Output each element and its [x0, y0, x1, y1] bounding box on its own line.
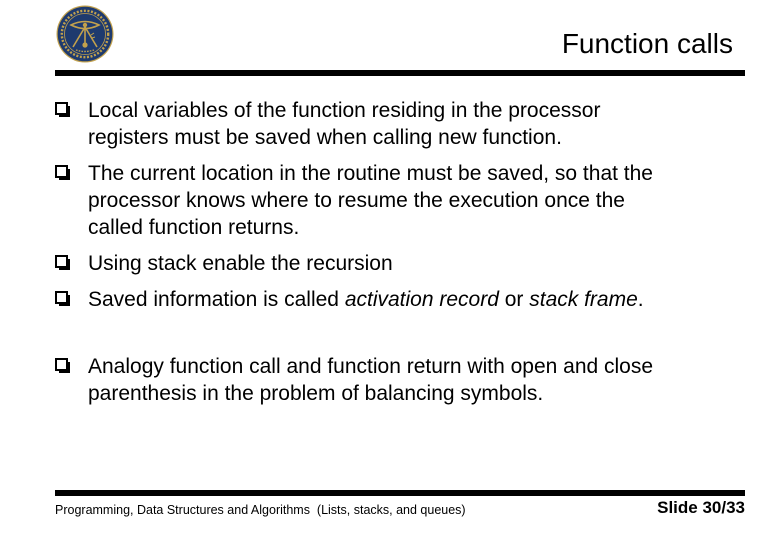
text-segment: . — [637, 288, 644, 311]
bullet-text: Using stack enable the recursion — [88, 250, 393, 277]
text-segment-italic: stack frame — [529, 288, 638, 311]
title-divider-rule — [55, 70, 745, 76]
square-bullet-icon — [55, 165, 88, 182]
bullet-analogy-parenthesis: Analogy function call and function retur… — [55, 353, 755, 407]
square-bullet-icon — [55, 358, 88, 375]
bullet-line: Using stack enable the recursion — [88, 252, 393, 275]
bullet-stack-recursion: Using stack enable the recursion — [55, 250, 755, 277]
text-segment: or — [498, 288, 530, 311]
square-bullet-icon — [55, 291, 88, 308]
slide-title: Function calls — [561, 28, 733, 59]
footer-course-title: Programming, Data Structures and Algorit… — [55, 503, 466, 517]
bullet-text: Analogy function call and function retur… — [88, 353, 653, 407]
university-seal-logo — [54, 5, 116, 63]
bullet-line: called function returns. — [88, 216, 300, 239]
text-segment: Saved information is called — [88, 288, 345, 311]
bullet-text: The current location in the routine must… — [88, 160, 653, 241]
bullet-line: Saved information is called activation r… — [88, 286, 644, 313]
bullet-current-location: The current location in the routine must… — [55, 160, 755, 241]
paragraph-spacer — [55, 322, 755, 353]
bullet-text: Saved information is called activation r… — [88, 286, 644, 313]
slide-body: Local variables of the function residing… — [55, 97, 755, 416]
slide-number: Slide 30/33 — [657, 498, 745, 517]
bullet-line: Local variables of the function residing… — [88, 99, 601, 122]
bullet-line: Analogy function call and function retur… — [88, 355, 654, 378]
bullet-line: The current location in the routine must… — [88, 162, 653, 185]
bullet-text: Local variables of the function residing… — [88, 97, 600, 151]
square-bullet-icon — [55, 102, 88, 119]
bullet-line: processor knows where to resume the exec… — [88, 189, 625, 212]
square-bullet-icon — [55, 255, 88, 272]
bullet-line: parenthesis in the problem of balancing … — [88, 382, 544, 405]
bullet-local-variables: Local variables of the function residing… — [55, 97, 755, 151]
text-segment-italic: activation record — [344, 288, 499, 311]
footer-divider-rule — [55, 490, 745, 496]
bullet-activation-record: Saved information is called activation r… — [55, 286, 755, 313]
seal-icon — [56, 5, 114, 63]
bullet-line: registers must be saved when calling new… — [88, 126, 562, 149]
